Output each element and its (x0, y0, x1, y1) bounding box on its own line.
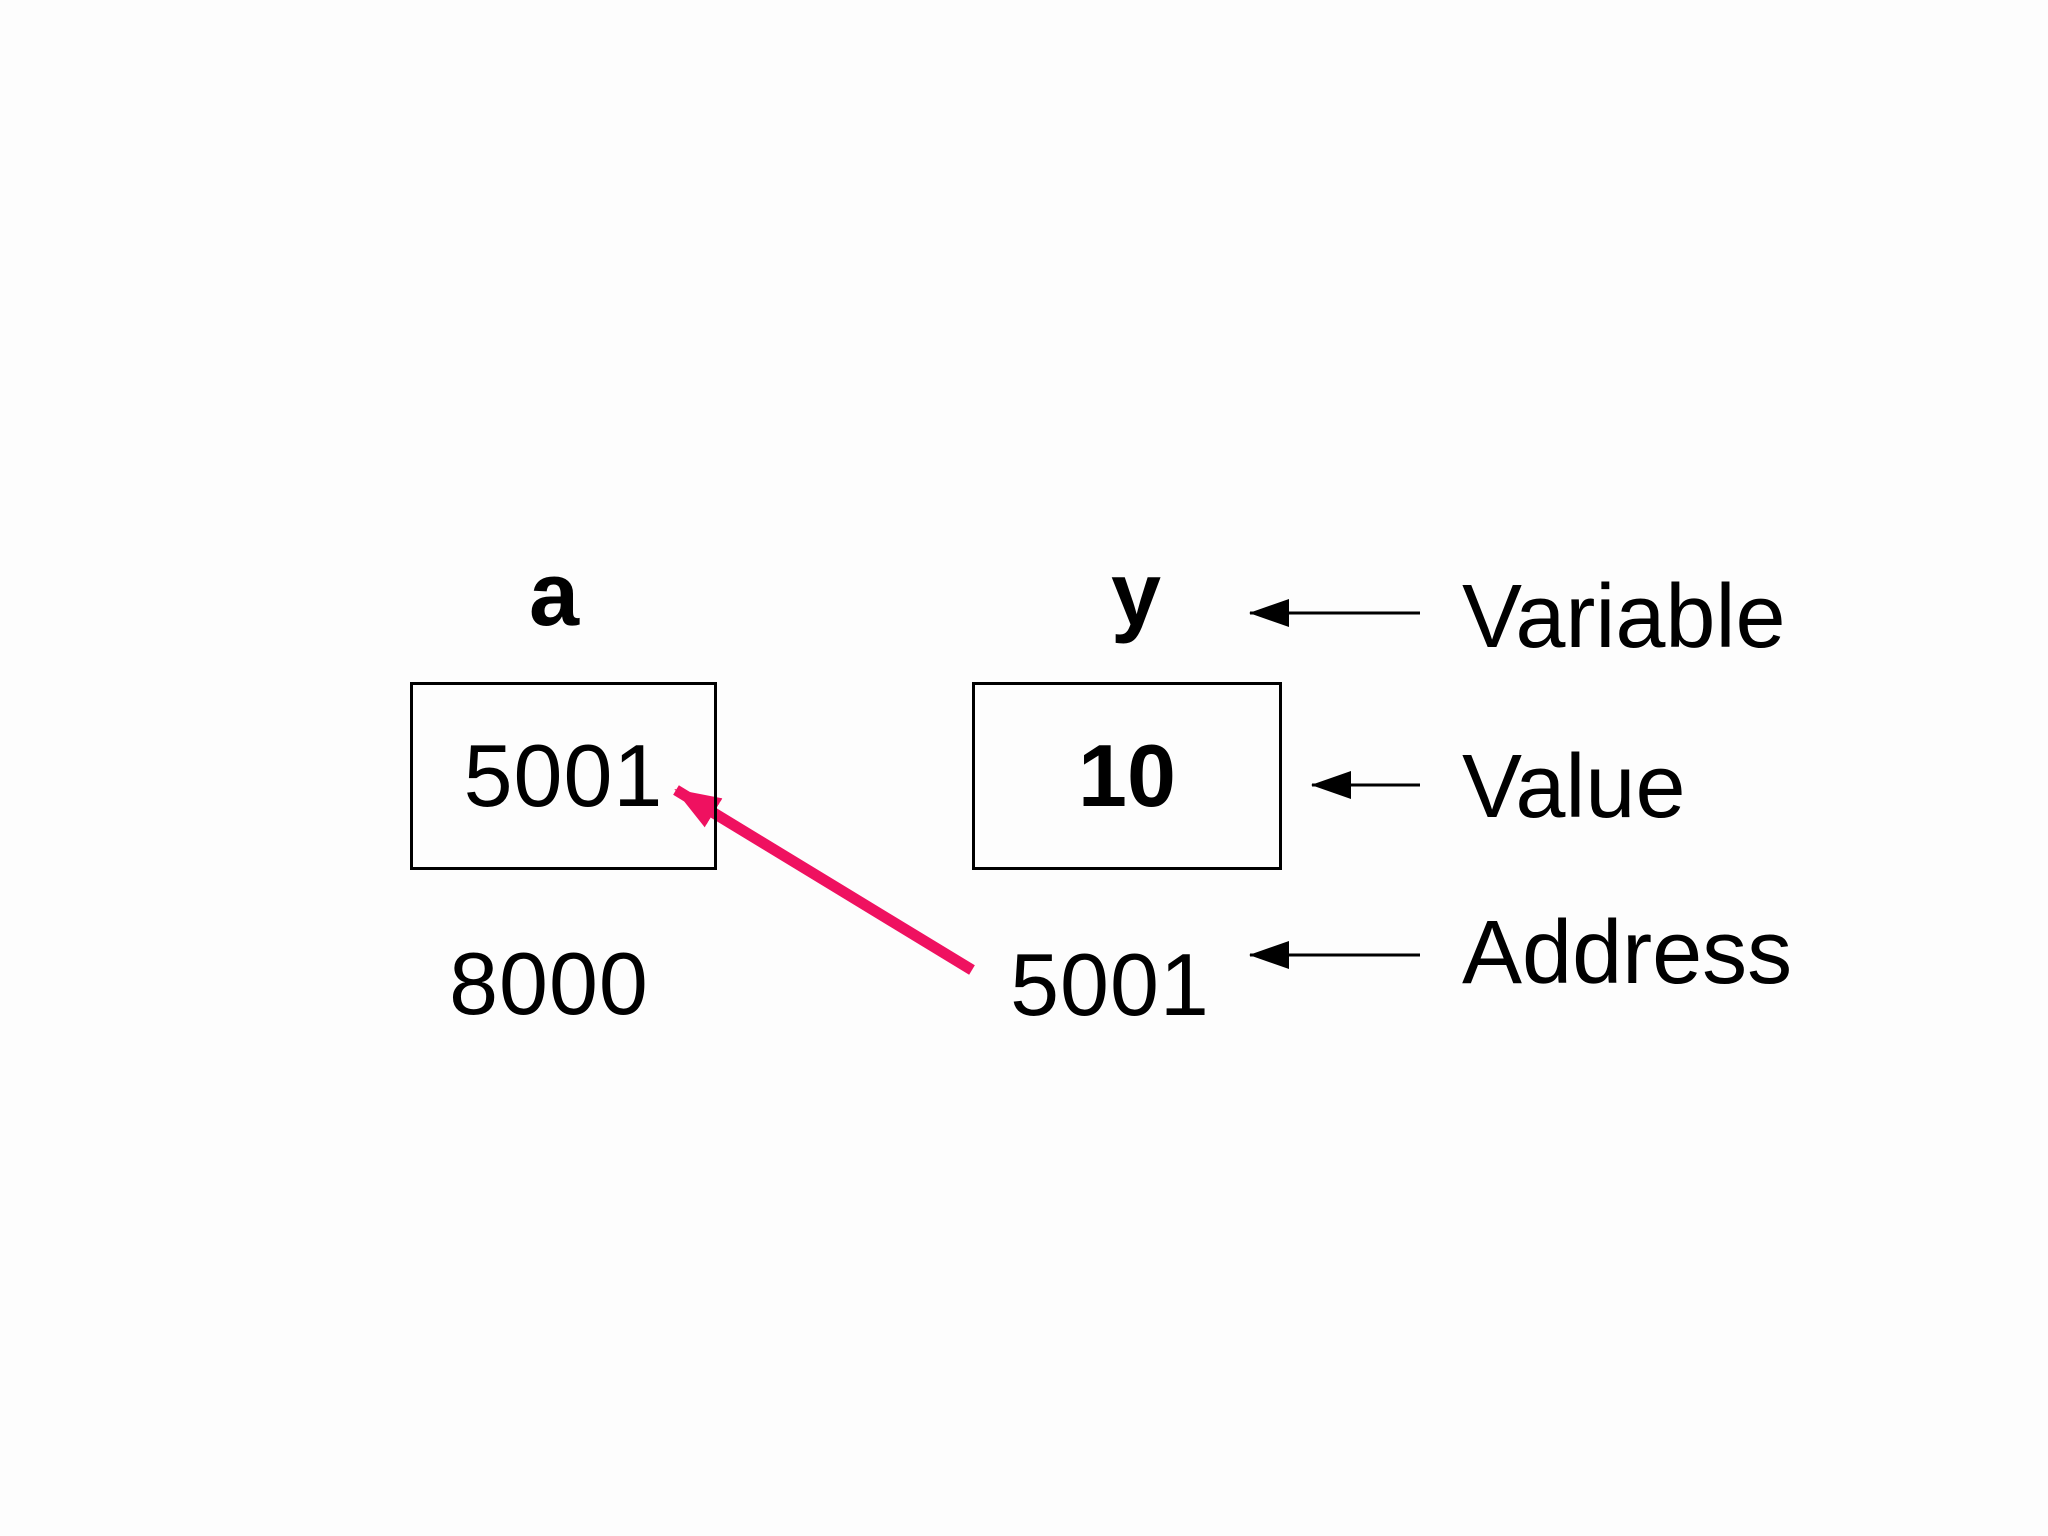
variable-a-name: a (528, 544, 580, 645)
pointer-arrow (673, 785, 975, 975)
variable-y-name: y (1110, 544, 1162, 645)
variable-y-box: 10 (972, 682, 1282, 870)
variable-y-value: 10 (1078, 726, 1176, 825)
legend-variable-label: Variable (1462, 566, 1786, 667)
variable-a-value: 5001 (463, 726, 664, 825)
variable-y-address: 5001 (1010, 935, 1210, 1034)
legend-address-label: Address (1462, 902, 1793, 1003)
variable-a-address: 8000 (449, 934, 649, 1033)
variable-a-box: 5001 (410, 682, 717, 870)
legend-value-label: Value (1462, 736, 1686, 837)
